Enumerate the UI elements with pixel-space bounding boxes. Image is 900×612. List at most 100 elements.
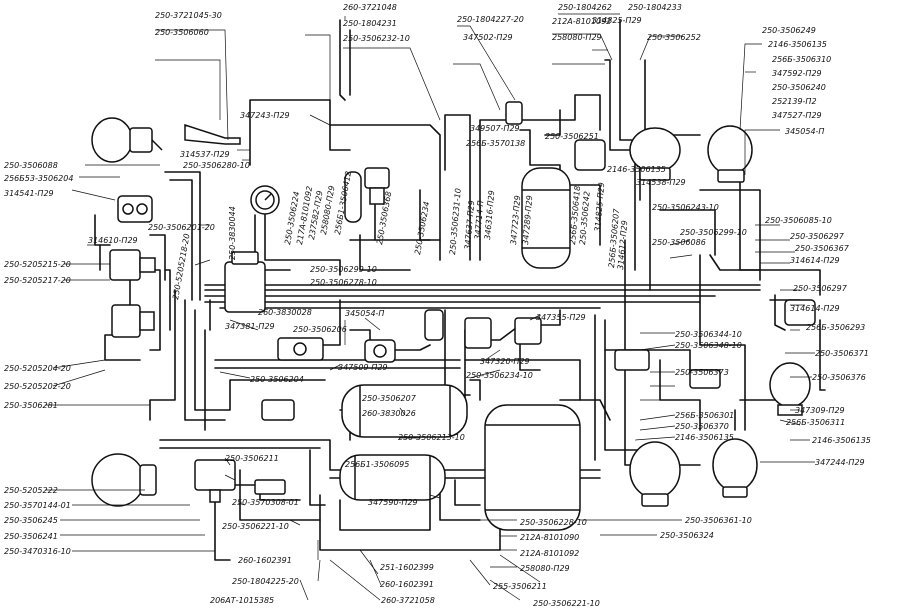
brake-chamber-top-right-2	[707, 125, 753, 183]
brake-chamber-top-right-1	[629, 127, 681, 181]
label: 250-5205218-20	[171, 233, 191, 300]
label: 347355-П29	[536, 313, 586, 322]
label: 2146-3506135	[675, 433, 734, 442]
label: 250-3506221-10	[222, 522, 289, 531]
label: 347309-П29	[795, 406, 845, 415]
label: 250-3506367	[795, 244, 850, 253]
label: 345054-П	[785, 127, 824, 136]
label: 250-3506376	[812, 373, 866, 382]
label: 347289-П29	[521, 195, 534, 245]
label: 250-1804231	[343, 19, 397, 28]
label: 347244-П29	[815, 458, 865, 467]
air-tank-right	[344, 171, 362, 223]
label: 260-1602391	[238, 556, 292, 565]
label: 250-3506297	[790, 232, 845, 241]
air-tank-lower	[339, 454, 446, 501]
label: 250-3506371	[815, 349, 869, 358]
label: 250-3506297	[793, 284, 848, 293]
label: 258080-П29	[552, 33, 602, 42]
valve-center-2	[364, 339, 396, 363]
label: 256Б1-3506095	[345, 460, 409, 469]
label: 260-3830028	[258, 308, 312, 317]
label: 260-3830026	[362, 409, 416, 418]
label: 314612-П29	[616, 220, 629, 270]
label: 2146-3506135	[607, 165, 666, 174]
label: 250-3506243-10	[652, 203, 719, 212]
label: 250-3506201-20	[148, 223, 215, 232]
label: 250-3506373	[675, 368, 729, 377]
label: 347502-П29	[463, 33, 513, 42]
brake-chamber-bottom-right-2	[712, 438, 758, 498]
label: 349507-П29	[470, 124, 520, 133]
label: 345054-П	[345, 309, 384, 318]
brake-chamber-bottom-left	[91, 453, 157, 507]
label: 250-3506299-10	[680, 228, 747, 237]
label: 314610-П29	[88, 236, 138, 245]
label: 250-5205215-20	[4, 260, 71, 269]
label: 250-3506206	[293, 325, 347, 334]
label: 250-1804227-20	[457, 15, 524, 24]
label: 260-1602391	[380, 580, 434, 589]
label: 260-3721048	[343, 3, 397, 12]
label: 212А-8101092	[520, 549, 579, 558]
label: 250-3506324	[660, 531, 714, 540]
valve-right-2	[784, 299, 816, 326]
label: 347590-П29	[368, 498, 418, 507]
label: 250-5205222	[4, 486, 58, 495]
label: 250-3506252	[647, 33, 701, 42]
label: 250-3506088	[4, 161, 58, 170]
label: 314538-П29	[636, 178, 686, 187]
valve-center-3	[464, 317, 492, 349]
label: 250-3506251	[545, 132, 599, 141]
valve-center-4	[514, 317, 542, 345]
label: 250-3506280-10	[183, 161, 250, 170]
label: 347320-П29	[480, 357, 530, 366]
label: 347637-П29	[463, 200, 476, 250]
valve-top-center	[364, 167, 390, 205]
label: 250-3506299-10	[310, 265, 377, 274]
label: 256Б-3506310	[772, 55, 831, 64]
coupling-bottom	[194, 459, 236, 503]
air-tank-middle	[341, 384, 468, 438]
label: 250-3506249	[762, 26, 816, 35]
label: 250-3830044	[228, 206, 237, 260]
label: 347381-П29	[225, 322, 275, 331]
label: 250-3506281	[4, 401, 58, 410]
leader-lines	[45, 13, 815, 601]
label: 250-3506370	[675, 422, 729, 431]
label: 250-5205217-20	[4, 276, 71, 285]
label: 250-3506241	[4, 532, 58, 541]
valve-right-4	[614, 349, 721, 389]
label: 252139-П2	[772, 97, 817, 106]
label: 250-3506204	[250, 375, 304, 384]
label: 256Б-3506293	[806, 323, 865, 332]
label: 314614-П29	[790, 304, 840, 313]
label: 347723-П29	[509, 195, 522, 245]
label: 347509-П29	[338, 363, 388, 372]
label: 250-3506278-10	[310, 278, 377, 287]
valve-right-1	[574, 139, 606, 171]
label: 250-5205204-20	[4, 364, 71, 373]
label: 256Б53-3506204	[4, 174, 73, 183]
label: 314825-П29	[593, 182, 606, 232]
label: 314541-П29	[4, 189, 54, 198]
label: 260-3721058	[381, 596, 435, 605]
label: 250-3570308-01	[232, 498, 299, 507]
label: 250-5205202-20	[4, 382, 71, 391]
valve-left-3	[111, 304, 155, 338]
label: 251-1602399	[380, 563, 434, 572]
label: 250-3506221-10	[533, 599, 600, 608]
components	[91, 101, 816, 531]
label: 250-3506231-10	[448, 188, 463, 255]
label: 255-3506211	[493, 582, 547, 591]
label: 212А-8101092	[552, 17, 611, 26]
label: 250-3506211	[225, 454, 279, 463]
label: 250-3506240	[772, 83, 826, 92]
air-tank-top	[521, 167, 571, 269]
label: 347527-П29	[772, 111, 822, 120]
valve-left-cluster	[117, 195, 153, 223]
filter-center	[424, 309, 444, 341]
label: 206АТ-1015385	[210, 596, 274, 605]
label: 256Б-3570138	[466, 139, 525, 148]
